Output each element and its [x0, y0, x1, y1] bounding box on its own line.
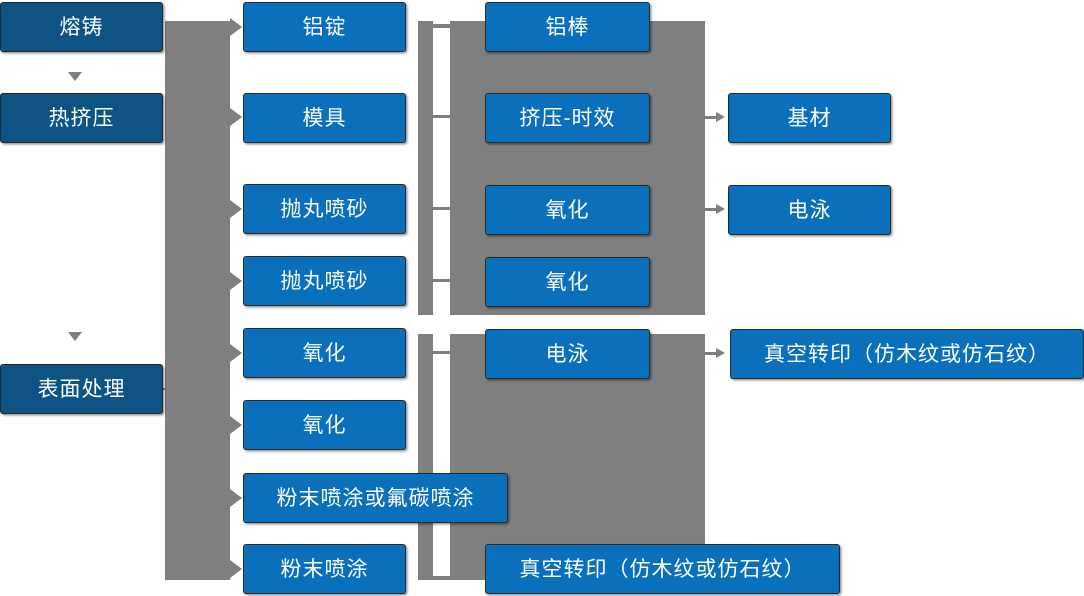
- mid-band-thin-upper: [418, 21, 433, 315]
- process-label: 挤压-时效: [519, 106, 616, 130]
- output-box-electrophoresis[interactable]: 电泳: [728, 185, 891, 235]
- stage-box-hot-extrusion[interactable]: 热挤压: [0, 93, 163, 143]
- process-box-powder-or-pvdf-coating[interactable]: 粉末喷涂或氟碳喷涂: [243, 473, 508, 523]
- arrow-to-base-material: [705, 112, 725, 122]
- left-band-chevron-2: [68, 332, 82, 341]
- process-label: 氧化: [302, 341, 347, 365]
- output-label: 基材: [787, 106, 832, 130]
- process-label: 模具: [302, 106, 347, 130]
- process-label: 氧化: [302, 413, 347, 437]
- left-band-arrow-6: [230, 416, 242, 434]
- left-band-chevron-1: [68, 72, 82, 81]
- process-box-oxidation-2[interactable]: 氧化: [485, 257, 650, 307]
- process-box-oxidation-1[interactable]: 氧化: [243, 328, 406, 378]
- left-band-trunk: [165, 21, 230, 580]
- stage-label-surface-treatment: 表面处理: [37, 377, 126, 401]
- process-box-powder-coating[interactable]: 粉末喷涂: [243, 544, 406, 594]
- output-label: 真空转印（仿木纹或仿石纹）: [764, 342, 1050, 366]
- process-label: 铝锭: [302, 15, 347, 39]
- process-label: 真空转印（仿木纹或仿石纹）: [519, 557, 806, 581]
- process-box-aluminium-ingot[interactable]: 铝锭: [243, 2, 406, 52]
- process-box-shot-blasting-2[interactable]: 抛丸喷砂: [243, 256, 406, 306]
- process-label: 电泳: [545, 342, 590, 366]
- process-box-extrusion-aging[interactable]: 挤压-时效: [485, 93, 650, 143]
- process-label: 粉末喷涂或氟碳喷涂: [276, 486, 475, 510]
- stage-label-hot-extrusion: 热挤压: [48, 106, 115, 130]
- process-label: 氧化: [545, 270, 590, 294]
- process-label: 抛丸喷砂: [280, 269, 369, 293]
- surface-treat-connector: [163, 388, 177, 390]
- output-box-base-material[interactable]: 基材: [728, 93, 891, 143]
- arrow-to-vacuum-transfer: [705, 348, 725, 358]
- left-band-arrow-1: [230, 18, 242, 36]
- process-box-shot-blasting-1[interactable]: 抛丸喷砂: [243, 184, 406, 234]
- process-label: 铝棒: [545, 15, 590, 39]
- left-band-arrow-2: [230, 108, 242, 126]
- left-band-arrow-5: [230, 344, 242, 362]
- stage-label-melt-cast: 熔铸: [59, 15, 104, 39]
- arrow-to-electrophoresis: [705, 204, 725, 214]
- process-box-aluminium-bar[interactable]: 铝棒: [485, 2, 650, 52]
- stage-box-surface-treatment[interactable]: 表面处理: [0, 364, 163, 414]
- mid-band-thin-lower: [418, 334, 433, 580]
- output-label: 电泳: [787, 198, 832, 222]
- left-band-arrow-8: [230, 560, 242, 578]
- process-box-vacuum-transfer-printing[interactable]: 真空转印（仿木纹或仿石纹）: [485, 544, 840, 594]
- left-band-arrow-4: [230, 272, 242, 290]
- process-label: 抛丸喷砂: [280, 197, 369, 221]
- process-box-electrophoresis[interactable]: 电泳: [485, 329, 650, 379]
- output-box-vacuum-transfer-printing[interactable]: 真空转印（仿木纹或仿石纹）: [730, 329, 1084, 379]
- stage-box-melt-cast[interactable]: 熔铸: [0, 2, 163, 52]
- process-box-oxidation-1[interactable]: 氧化: [485, 185, 650, 235]
- process-box-oxidation-2[interactable]: 氧化: [243, 400, 406, 450]
- left-band-arrow-7: [230, 489, 242, 507]
- process-label: 氧化: [545, 198, 590, 222]
- process-label: 粉末喷涂: [280, 557, 369, 581]
- process-box-mould[interactable]: 模具: [243, 93, 406, 143]
- left-band-arrow-3: [230, 200, 242, 218]
